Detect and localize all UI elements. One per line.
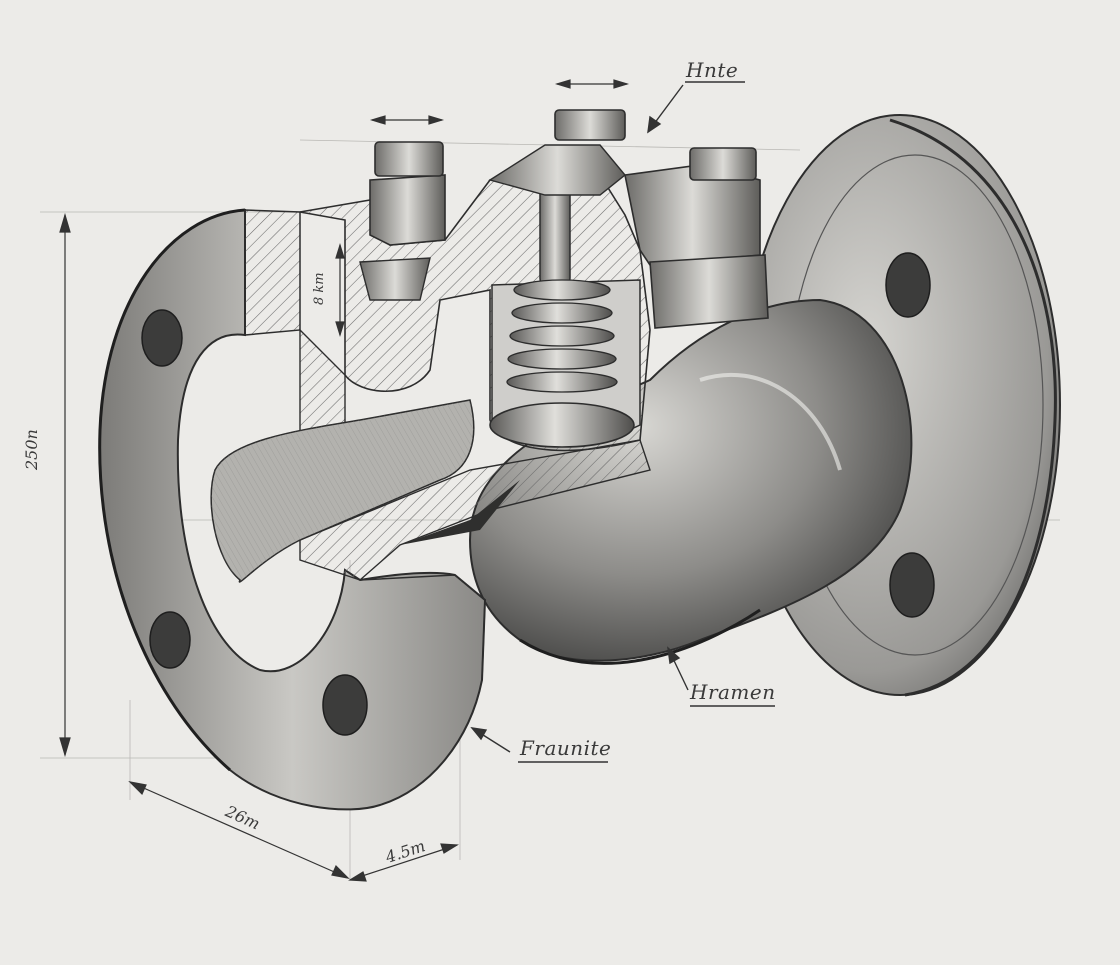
bolt-hole-icon: [141, 309, 183, 367]
bolt-head-icon: [689, 147, 757, 181]
valve-stem: [539, 179, 571, 291]
bolt-head-icon: [374, 141, 444, 177]
callout-top-label: Hnte: [686, 58, 739, 82]
valve-body: [468, 298, 913, 665]
callout-body-label: Hramen: [690, 680, 776, 704]
flow-passage: [210, 399, 520, 583]
bolt-hole-icon: [322, 674, 368, 736]
callout-leaders: [470, 81, 775, 763]
valve-disc: [489, 402, 635, 448]
dimension-height-label: 250n: [22, 429, 41, 470]
spring-assembly: [489, 179, 641, 448]
bolt-hole-icon: [885, 252, 931, 318]
left-flange: [98, 208, 487, 811]
dimension-inner-label: 8 km: [312, 272, 327, 305]
bonnet: [359, 109, 769, 329]
bolt-hole-icon: [149, 611, 191, 669]
bolt-head-icon: [554, 109, 626, 141]
bolt-hole-icon: [889, 552, 935, 618]
callout-flange-label: Fraunite: [520, 736, 612, 760]
dimension-lines: [59, 79, 630, 882]
